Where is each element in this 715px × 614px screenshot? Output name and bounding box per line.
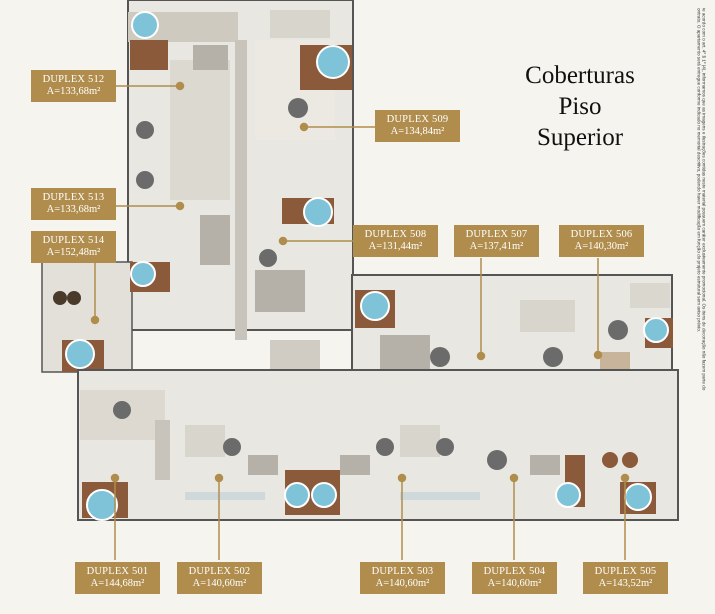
- unit-label-507: DUPLEX 507 A=137,41m²: [454, 225, 539, 257]
- unit-label-512: DUPLEX 512 A=133,68m²: [31, 70, 116, 102]
- unit-name: DUPLEX 501: [86, 566, 149, 577]
- unit-name: DUPLEX 504: [483, 566, 546, 577]
- disclaimer-text: De acordo com o art. 4º § 1º (4), inform…: [696, 8, 707, 391]
- lower-block: [77, 369, 679, 521]
- unit-area: A=137,41m²: [469, 241, 524, 252]
- unit-area: A=131,44m²: [368, 241, 423, 252]
- unit-label-502: DUPLEX 502 A=140,60m²: [177, 562, 262, 594]
- unit-area: A=140,60m²: [192, 578, 247, 589]
- unit-name: DUPLEX 507: [465, 229, 528, 240]
- title-line: Superior: [536, 124, 624, 151]
- title-line: Piso: [558, 93, 602, 120]
- unit-label-505: DUPLEX 505 A=143,52m²: [583, 562, 668, 594]
- unit-name: DUPLEX 503: [371, 566, 434, 577]
- unit-label-514: DUPLEX 514 A=152,48m²: [31, 231, 116, 263]
- unit-name: DUPLEX 505: [594, 566, 657, 577]
- unit-label-506: DUPLEX 506 A=140,30m²: [559, 225, 644, 257]
- page-title: Coberturas Piso Superior: [505, 60, 655, 153]
- unit-label-504: DUPLEX 504 A=140,60m²: [472, 562, 557, 594]
- unit-area: A=144,68m²: [90, 578, 145, 589]
- unit-label-509: DUPLEX 509 A=134,84m²: [375, 110, 460, 142]
- unit-area: A=140,60m²: [487, 578, 542, 589]
- unit-area: A=140,30m²: [574, 241, 629, 252]
- left-wing: [41, 261, 170, 373]
- unit-name: DUPLEX 508: [364, 229, 427, 240]
- unit-area: A=133,68m²: [46, 204, 101, 215]
- unit-name: DUPLEX 514: [42, 235, 105, 246]
- unit-area: A=133,68m²: [46, 86, 101, 97]
- left-tower: [127, 0, 354, 370]
- unit-name: DUPLEX 506: [570, 229, 633, 240]
- unit-name: DUPLEX 502: [188, 566, 251, 577]
- unit-name: DUPLEX 513: [42, 192, 105, 203]
- unit-label-508: DUPLEX 508 A=131,44m²: [353, 225, 438, 257]
- unit-area: A=134,84m²: [390, 126, 445, 137]
- title-line: Coberturas: [525, 62, 635, 89]
- unit-area: A=143,52m²: [598, 578, 653, 589]
- leader-lines: [85, 81, 630, 560]
- unit-label-501: DUPLEX 501 A=144,68m²: [75, 562, 160, 594]
- unit-area: A=140,60m²: [375, 578, 430, 589]
- disclaimer-note: De acordo com o art. 4º § 1º (4), inform…: [694, 8, 707, 403]
- unit-name: DUPLEX 512: [42, 74, 105, 85]
- unit-label-503: DUPLEX 503 A=140,60m²: [360, 562, 445, 594]
- unit-label-513: DUPLEX 513 A=133,68m²: [31, 188, 116, 220]
- unit-name: DUPLEX 509: [386, 114, 449, 125]
- unit-area: A=152,48m²: [46, 247, 101, 258]
